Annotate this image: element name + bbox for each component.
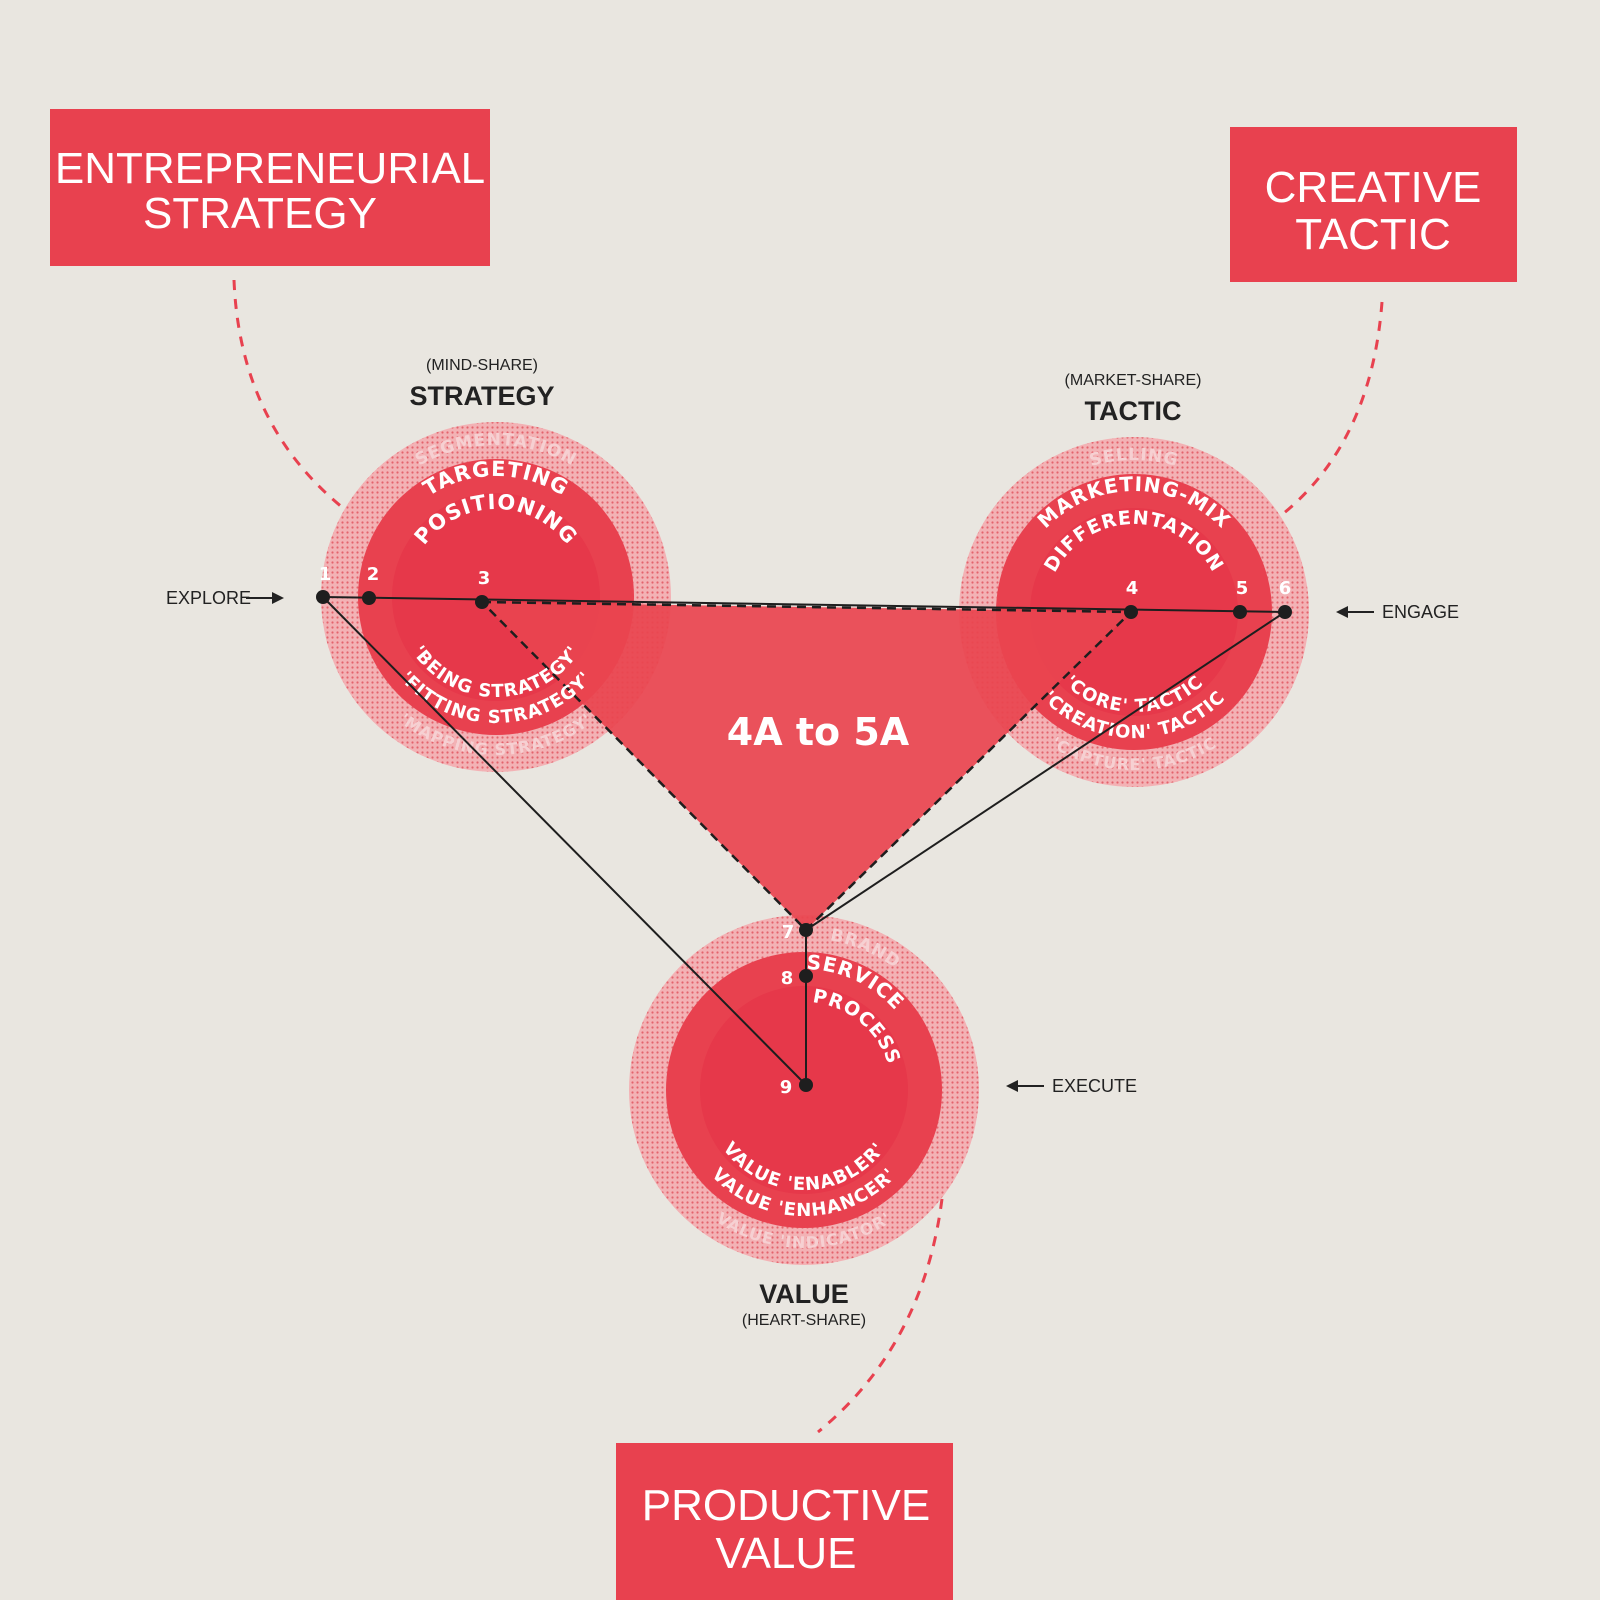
connector-tactic-curve xyxy=(1257,301,1384,534)
tactic-subheading: (MARKET-SHARE) xyxy=(1065,372,1202,389)
entrepreneurial-strategy-box: ENTREPRENEURIAL STRATEGY xyxy=(50,109,490,266)
point-3-label: 3 xyxy=(478,568,491,589)
point-5-label: 5 xyxy=(1236,578,1249,599)
point-4-marker xyxy=(1124,605,1138,619)
strategy-heading: STRATEGY xyxy=(409,381,554,411)
productive-line-1: PRODUCTIVE xyxy=(642,1481,930,1530)
point-2-label: 2 xyxy=(367,564,380,585)
point-1-marker xyxy=(316,590,330,604)
point-4-label: 4 xyxy=(1126,578,1139,599)
value-subheading: (HEART-SHARE) xyxy=(742,1312,866,1329)
productive-value-box: PRODUCTIVE VALUE xyxy=(616,1443,953,1600)
engage-label: ENGAGE xyxy=(1382,602,1459,622)
engage-arrow-icon xyxy=(1336,606,1374,618)
creative-line-1: CREATIVE xyxy=(1265,163,1482,212)
point-7-label: 7 xyxy=(782,922,795,943)
strategy-subheading: (MIND-SHARE) xyxy=(426,357,538,374)
value-heading: VALUE xyxy=(759,1279,849,1309)
point-9-marker xyxy=(799,1078,813,1092)
point-5-marker xyxy=(1233,605,1247,619)
creative-tactic-box: CREATIVE TACTIC xyxy=(1230,127,1517,282)
point-3-marker xyxy=(475,595,489,609)
tactic-heading: TACTIC xyxy=(1085,396,1182,426)
creative-line-2: TACTIC xyxy=(1295,210,1451,259)
entrepreneurial-line-2: STRATEGY xyxy=(143,189,377,238)
explore-label: EXPLORE xyxy=(166,588,251,608)
connector-strategy-curve xyxy=(232,279,353,517)
point-8-label: 8 xyxy=(781,968,794,989)
execute-arrow-icon xyxy=(1006,1080,1044,1092)
point-6-label: 6 xyxy=(1279,578,1292,599)
point-7-marker xyxy=(799,923,813,937)
point-6-marker xyxy=(1278,605,1292,619)
productive-line-2: VALUE xyxy=(715,1529,856,1578)
line-1-to-9 xyxy=(322,596,807,1086)
central-triangle xyxy=(482,602,1131,930)
execute-label: EXECUTE xyxy=(1052,1076,1137,1096)
center-label: 4A to 5A xyxy=(727,710,910,754)
point-8-marker xyxy=(799,969,813,983)
explore-arrow-icon xyxy=(246,592,284,604)
point-9-label: 9 xyxy=(780,1077,793,1098)
line-6-to-7 xyxy=(805,611,1286,931)
connector-value-curve xyxy=(817,1179,946,1434)
point-2-marker xyxy=(362,591,376,605)
entrepreneurial-line-1: ENTREPRENEURIAL xyxy=(55,144,485,193)
central-triangle-outline xyxy=(478,600,1135,932)
point-1-label: 1 xyxy=(319,564,332,585)
